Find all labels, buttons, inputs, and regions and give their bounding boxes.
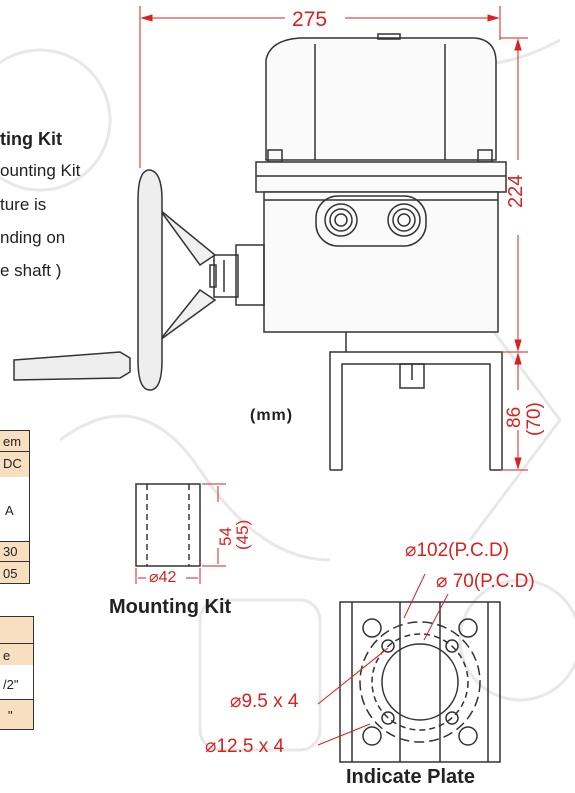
hole-9-5-label: ⌀9.5 x 4 (230, 691, 299, 712)
pcd-70-label: ⌀ 70(P.C.D) (436, 571, 535, 592)
actuator-body (263, 191, 499, 333)
spec-table-1 (0, 430, 30, 584)
dim-86: 86 (504, 406, 525, 428)
table2-cell-1: /2" (3, 677, 19, 692)
actuator-top-cover (265, 37, 497, 161)
table1-cell-4: 05 (3, 566, 18, 581)
handwheel-handle (13, 351, 131, 381)
table2-cell-2: " (8, 708, 13, 723)
handwheel (137, 169, 163, 391)
dim-54: 54 (216, 527, 235, 546)
spec-table-2 (0, 616, 34, 730)
pcd-102-label: ⌀102(P.C.D) (405, 540, 510, 561)
table1-cell-0: em (3, 434, 22, 449)
dim-42: ⌀42 (149, 569, 177, 586)
unit-label: (mm) (250, 407, 294, 424)
indicate-plate-label: Indicate Plate (346, 766, 475, 788)
table1-cell-3: 30 (3, 544, 18, 559)
description-line-4: e shaft ) (0, 261, 62, 280)
dim-45: (45) (233, 519, 252, 550)
actuator-flange (255, 161, 507, 193)
table2-cell-0: e (3, 648, 11, 663)
mounting-kit-heading: ting Kit (0, 129, 62, 149)
hole-12-5-label: ⌀12.5 x 4 (205, 736, 285, 757)
table1-cell-1: DC (3, 456, 22, 471)
dim-224: 224 (505, 174, 527, 208)
description-line-3: nding on (0, 228, 66, 247)
mounting-kit-label: Mounting Kit (109, 596, 232, 618)
description-line-1: ounting Kit (0, 161, 81, 180)
table1-cell-2: A (5, 503, 14, 518)
dim-275: 275 (292, 8, 328, 31)
description-line-2: ture is (0, 195, 47, 214)
dim-70: (70) (524, 402, 545, 436)
